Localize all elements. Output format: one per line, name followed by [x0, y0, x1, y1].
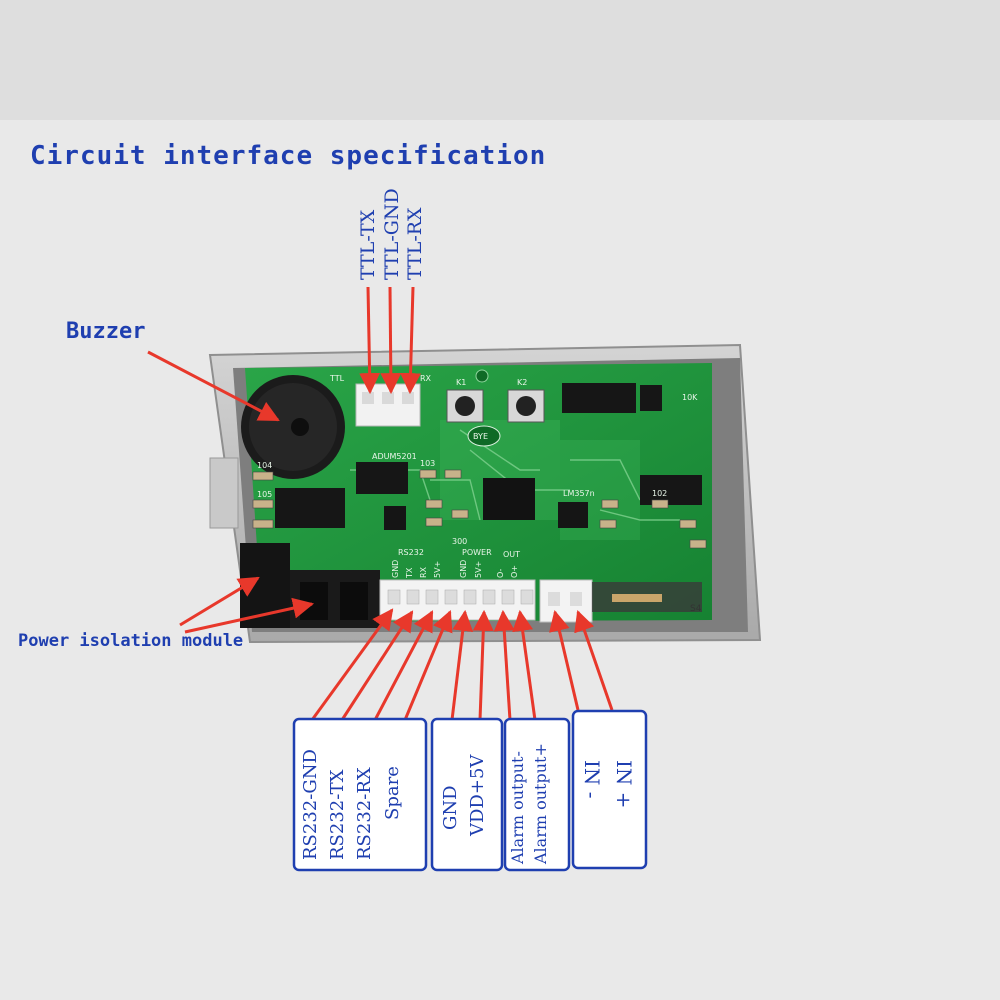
- ic-chips: [275, 383, 702, 530]
- silk-res-102: 102: [652, 489, 667, 498]
- rs232-tx-label: RS232-TX: [327, 769, 348, 860]
- silk-pin-rs232-5v: 5V+: [433, 561, 442, 578]
- button-k1: [446, 389, 484, 423]
- buzzer-label: Buzzer: [66, 319, 146, 344]
- silk-pin-rs232-gnd: GND: [391, 560, 400, 578]
- button-k2: [507, 389, 545, 423]
- box-alarm: [503, 717, 571, 872]
- main-header-connector: [379, 579, 536, 621]
- power-isolation-label: Power isolation module: [18, 631, 244, 651]
- silk-rs232: RS232: [398, 548, 424, 557]
- alarm-output-minus-label: Alarm output-: [508, 751, 527, 864]
- page-title: Circuit interface specification: [30, 141, 547, 171]
- ttl-rx-label: TTL-RX: [404, 207, 426, 280]
- silk-pin-out-minus: O-: [496, 568, 505, 578]
- silk-res-300: 300: [452, 537, 467, 546]
- silk-out: OUT: [503, 550, 520, 559]
- silk-s4: S4: [690, 604, 702, 614]
- silk-res-10k: 10K: [682, 393, 698, 402]
- in-minus-label: IN -: [580, 760, 604, 799]
- box-power: [430, 717, 504, 872]
- gnd-label: GND: [440, 785, 461, 830]
- silk-pin-out-plus: O+: [510, 565, 519, 578]
- silk-logo: BYE: [473, 432, 488, 441]
- silk-power: POWER: [462, 548, 492, 557]
- box-in: [571, 709, 648, 870]
- silk-res-105: 105: [257, 490, 272, 499]
- silk-k2: K2: [517, 378, 527, 387]
- vdd-5v-label: VDD+5V: [467, 754, 488, 836]
- silk-lm: LM357n: [563, 489, 595, 498]
- silk-rx: RX: [420, 374, 432, 383]
- rs232-rx-label: RS232-RX: [354, 767, 375, 860]
- in-plus-label: IN +: [612, 760, 636, 809]
- alarm-output-plus-label: Alarm output+: [531, 743, 550, 864]
- silk-pin-power-5v: 5V+: [474, 561, 483, 578]
- spare-label: Spare: [382, 766, 403, 820]
- callout-arrows: [147, 286, 614, 721]
- silk-pin-rs232-rx: RX: [419, 566, 428, 578]
- silk-pin-rs232-tx: TX: [405, 567, 414, 579]
- input-connector: [539, 579, 702, 623]
- ttl-gnd-label: TTL-GND: [381, 188, 403, 280]
- rs232-gnd-label: RS232-GND: [300, 749, 321, 860]
- silk-k1: K1: [456, 378, 466, 387]
- silk-res-104: 104: [257, 461, 272, 470]
- silk-pin-power-gnd: GND: [459, 560, 468, 578]
- smd-components: [252, 469, 707, 549]
- label-boxes: [292, 709, 648, 872]
- ttl-tx-label: TTL-TX: [357, 209, 379, 280]
- box-rs232: [292, 717, 428, 872]
- silk-ttl: TTL: [329, 374, 345, 383]
- silk-chip1: ADUM5201: [372, 452, 417, 461]
- silk-res-103: 103: [420, 459, 435, 468]
